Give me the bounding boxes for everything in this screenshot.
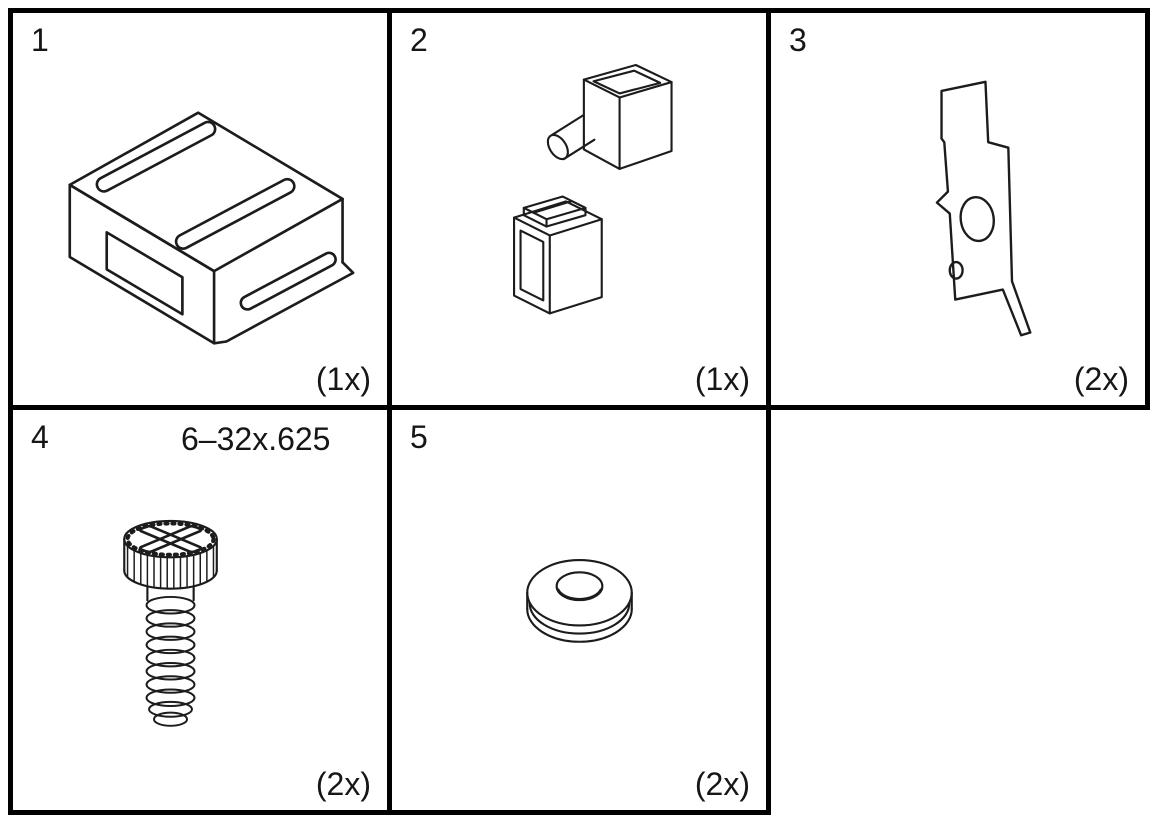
- part-cell-4: 4 6–32x.625: [8, 405, 392, 815]
- part-cell-3: 3 (2x): [766, 8, 1150, 410]
- part-number-5: 5: [410, 419, 428, 455]
- washer-icon: [525, 559, 633, 643]
- part-quantity-5: (2x): [694, 765, 750, 802]
- plunger-and-rocker-switch-icon: [513, 63, 673, 314]
- part-cell-5: 5 (2x): [387, 405, 771, 815]
- part-quantity-2: (1x): [694, 360, 750, 397]
- cover-bracket-icon: [68, 110, 355, 345]
- screw-size-label: 6–32x.625: [181, 421, 331, 457]
- part-cell-2: 2 (1x): [387, 8, 771, 410]
- part-cell-1: 1 (1x): [8, 8, 392, 410]
- part-number-4: 4: [31, 419, 49, 455]
- part-quantity-4: (2x): [315, 765, 371, 802]
- part-number-2: 2: [410, 22, 428, 58]
- part-number-1: 1: [31, 22, 49, 58]
- pan-head-screw-icon: [122, 519, 218, 727]
- part-quantity-1: (1x): [315, 360, 371, 397]
- retaining-clip-icon: [935, 80, 1032, 337]
- part-number-3: 3: [789, 22, 807, 58]
- part-quantity-3: (2x): [1073, 360, 1129, 397]
